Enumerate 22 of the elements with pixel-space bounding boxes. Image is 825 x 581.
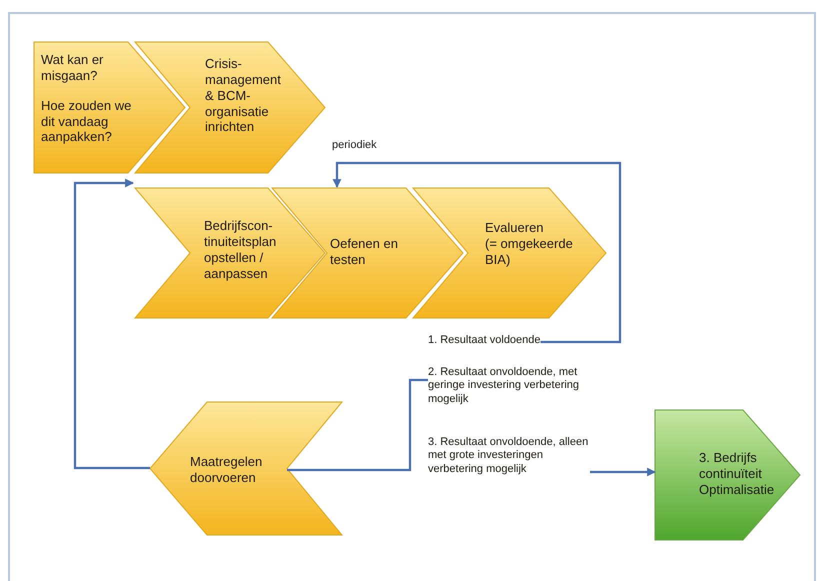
step-text: Oefenen en testen: [330, 236, 399, 268]
process-step: [135, 188, 325, 318]
process-step: [150, 402, 342, 535]
step-text: Hoe zouden we dit vandaag aanpakken?: [41, 98, 132, 146]
connector-arrow: [74, 178, 150, 470]
step-text: Crisis- management & BCM- organisatie inrichten: [205, 56, 282, 136]
connector-arrow: [590, 468, 656, 476]
process-step: [34, 42, 185, 173]
step-text: Bedrijfscon- tinuiteitsplan opstellen / aanpassen: [204, 218, 278, 282]
process-step: [655, 410, 800, 540]
process-step: [135, 42, 325, 173]
outcome-text: 1. Resultaat voldoende: [428, 334, 541, 348]
connector-arrow: [332, 162, 622, 344]
step-text: 3. Bedrijfs continuïteit Optimalisatie: [699, 450, 776, 498]
step-text: Maatregelen doorvoeren: [190, 454, 264, 486]
step-text: (= omgekeerde BIA): [485, 236, 574, 268]
outcome-text: 3. Resultaat onvoldoende, alleen met grote investeringen verbetering mogelijk: [428, 436, 590, 476]
outcome-text: 2. Resultaat onvoldoende, met geringe investering verbetering mogelijk: [428, 366, 610, 406]
process-step: [413, 188, 606, 318]
step-text: Wat kan er misgaan?: [41, 52, 104, 84]
step-text: Evalueren: [485, 220, 544, 236]
edge-label: periodiek: [330, 139, 379, 151]
